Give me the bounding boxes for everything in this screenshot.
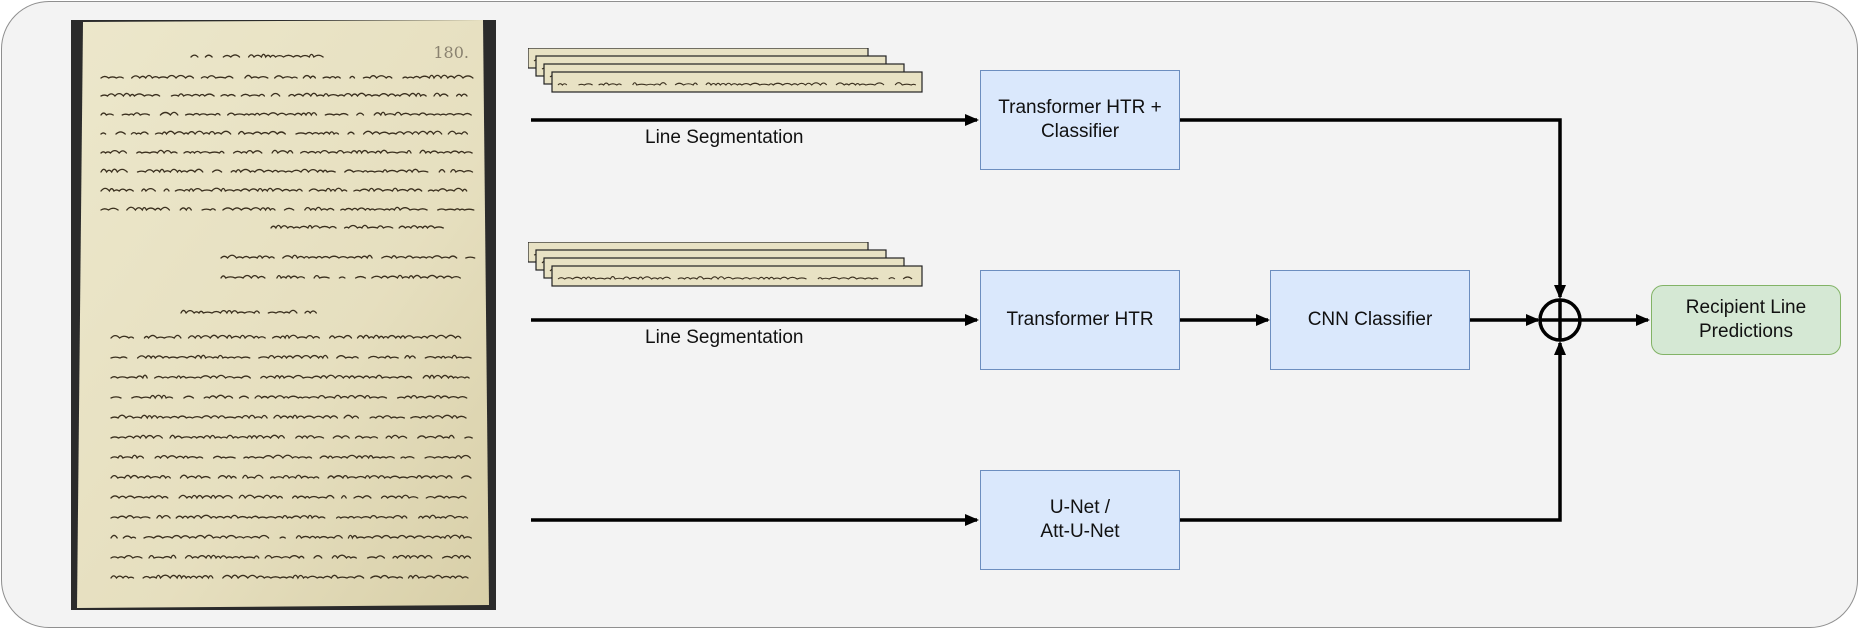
recipient-line-predictions-box: Recipient Line Predictions bbox=[1651, 285, 1841, 355]
line-segmentation-label-2: Line Segmentation bbox=[645, 327, 804, 348]
line-strips-stack-1 bbox=[527, 47, 932, 115]
arrow-unet-to-combine bbox=[1180, 341, 1566, 522]
line-strips-stack-2 bbox=[527, 241, 932, 309]
arrow-htr-classifier-to-combine bbox=[1180, 118, 1566, 299]
transformer-htr-box: Transformer HTR bbox=[980, 270, 1180, 370]
circle-plus-icon bbox=[1538, 298, 1582, 342]
cnn-classifier-box: CNN Classifier bbox=[1270, 270, 1470, 370]
page-number: 180. bbox=[433, 43, 469, 62]
unet-att-unet-box: U-Net / Att-U-Net bbox=[980, 470, 1180, 570]
handwritten-document-image: 180. bbox=[71, 20, 496, 610]
line-segmentation-label-1: Line Segmentation bbox=[645, 127, 804, 148]
transformer-htr-classifier-box: Transformer HTR + Classifier bbox=[980, 70, 1180, 170]
